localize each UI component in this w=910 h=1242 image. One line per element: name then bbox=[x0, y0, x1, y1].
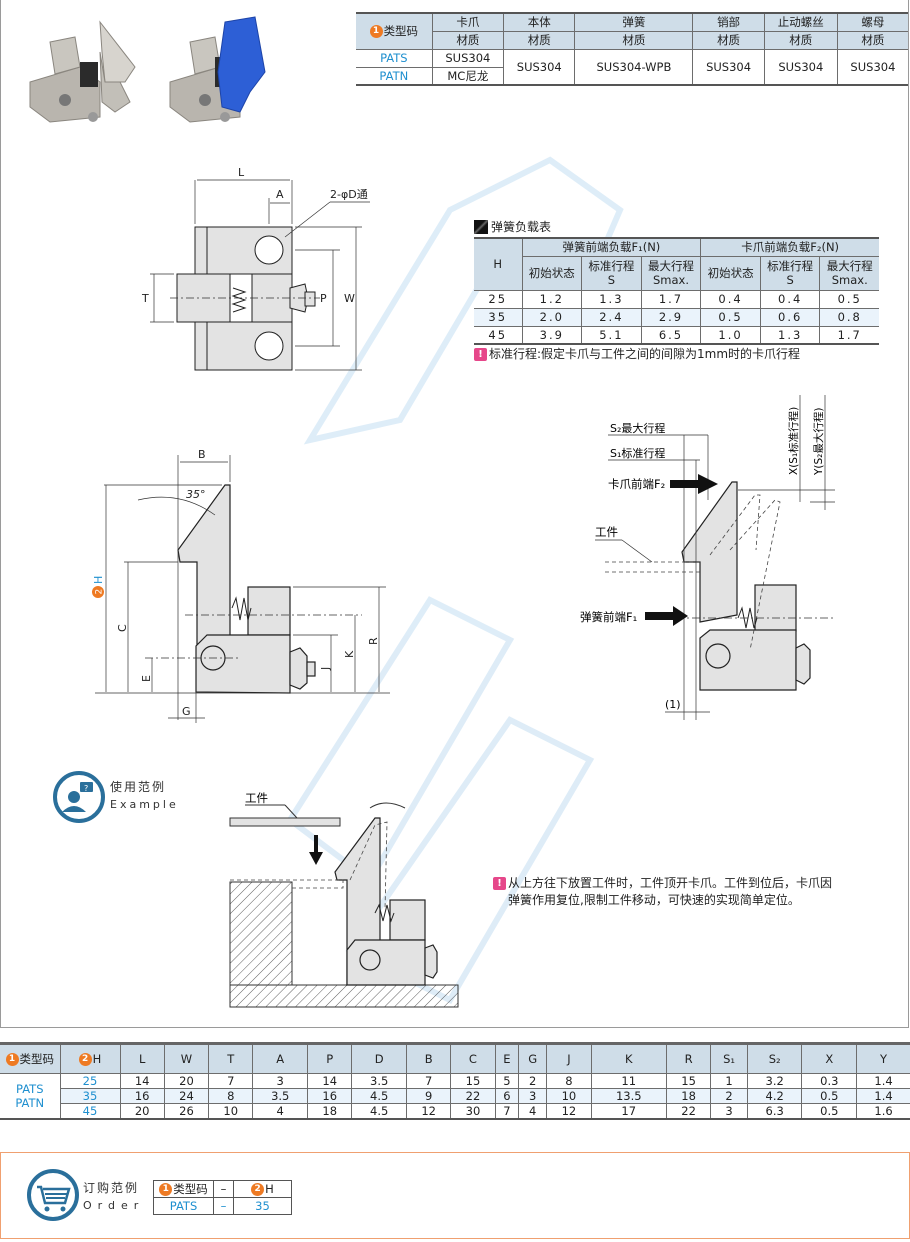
marker-2-icon: 2 bbox=[251, 1183, 265, 1196]
dim-E: E bbox=[140, 675, 153, 682]
label-claw-force: 卡爪前端F₂ bbox=[608, 477, 665, 491]
marker-1-icon: 1 bbox=[5, 1053, 19, 1066]
pin-material: SUS304 bbox=[692, 48, 765, 86]
claw-material: MC尼龙 bbox=[431, 66, 504, 86]
h-header: H bbox=[474, 237, 523, 291]
top-view-drawing: L A 2-φD通 T P W bbox=[141, 166, 370, 371]
example-heading: 使用范例 Example bbox=[110, 780, 179, 811]
col-claw: 卡爪 bbox=[431, 12, 505, 32]
dim-H: H bbox=[92, 576, 105, 584]
claw-material: SUS304 bbox=[431, 48, 505, 68]
marker-1-icon: 1 bbox=[159, 1183, 173, 1196]
marker-2-icon: 2 bbox=[78, 1053, 92, 1066]
col-sub: 材质 bbox=[503, 30, 576, 50]
dim-P: P bbox=[320, 292, 327, 305]
order-heading: 订购范例 Order bbox=[83, 1181, 145, 1212]
nut-material: SUS304 bbox=[836, 48, 908, 86]
set-screw-material: SUS304 bbox=[763, 48, 838, 86]
dim-W: W bbox=[344, 292, 355, 305]
label-x: X(S₁标准行程) bbox=[787, 407, 800, 475]
dim-R: R bbox=[367, 637, 380, 645]
sub-header: 初始状态 bbox=[522, 255, 583, 291]
col-sub: 材质 bbox=[432, 30, 505, 50]
dim-angle: 35° bbox=[186, 488, 206, 501]
label-gap: (1) bbox=[665, 698, 681, 711]
exclamation-icon: ! bbox=[474, 348, 487, 361]
body-material: SUS304 bbox=[503, 48, 576, 86]
spring-load-note: !标准行程:假定卡爪与工件之间的间隙为1mm时的卡爪行程 bbox=[474, 346, 800, 363]
product-photo-patn bbox=[169, 16, 266, 123]
label-y: Y(S₂最大行程) bbox=[812, 408, 825, 476]
col-nut: 螺母 bbox=[836, 12, 908, 32]
col-sub: 材质 bbox=[692, 30, 765, 50]
svg-text:2: 2 bbox=[95, 589, 105, 595]
col-body: 本体 bbox=[503, 12, 576, 32]
spring-load-title: 弹簧负载表 bbox=[474, 218, 551, 235]
col-pin: 销部 bbox=[692, 12, 765, 32]
label-workpiece: 工件 bbox=[245, 791, 268, 805]
table-row: PATS SUS304 SUS304 SUS304-WPB SUS304 SUS… bbox=[356, 48, 908, 86]
dim-B: B bbox=[198, 448, 206, 461]
col-set-screw: 止动螺丝 bbox=[763, 12, 838, 32]
type-code: PATS bbox=[356, 48, 433, 68]
label-s1-std-stroke: S₁标准行程 bbox=[610, 446, 665, 460]
svg-text:?: ? bbox=[84, 784, 88, 793]
example-user-icon: ? bbox=[53, 771, 105, 823]
col-sub: 材质 bbox=[763, 30, 838, 50]
dim-K: K bbox=[343, 650, 356, 658]
label-spring-force: 弹簧前端F₁ bbox=[580, 610, 637, 624]
section-square-icon bbox=[474, 219, 488, 234]
page-frame bbox=[0, 0, 909, 1028]
col-sub: 材质 bbox=[574, 30, 694, 50]
group-spring-load: 弹簧前端负载F₁(N) bbox=[521, 237, 702, 257]
dim-hole: 2-φD通 bbox=[330, 188, 368, 201]
dim-L: L bbox=[238, 166, 245, 179]
example-drawing: 工件 bbox=[229, 791, 459, 1008]
dim-A: A bbox=[276, 188, 284, 201]
marker-2-icon bbox=[92, 586, 104, 598]
stroke-diagram: S₂最大行程 S₁标准行程 卡爪前端F₂ 工件 弹簧前端F₁ (1) X(S₁标… bbox=[580, 395, 835, 720]
dim-G: G bbox=[182, 705, 191, 718]
table-row: PATN MC尼龙 bbox=[356, 66, 908, 86]
dim-C: C bbox=[116, 624, 129, 632]
exclamation-icon: ! bbox=[493, 877, 506, 890]
label-workpiece: 工件 bbox=[595, 525, 618, 539]
marker-1-icon: 1 bbox=[369, 25, 383, 39]
spring-material: SUS304-WPB bbox=[574, 48, 694, 86]
dim-T: T bbox=[141, 292, 149, 305]
product-photo-pats bbox=[29, 20, 136, 123]
order-code-value: PATS bbox=[153, 1197, 214, 1215]
sub-header: 初始状态 bbox=[700, 255, 761, 291]
col-spring: 弹簧 bbox=[574, 12, 694, 32]
label-s2-max-stroke: S₂最大行程 bbox=[610, 421, 665, 435]
side-view-drawing: B 35° 2 H C E G J K R bbox=[92, 448, 390, 723]
order-h-value: 35 bbox=[233, 1197, 292, 1215]
cart-icon bbox=[27, 1169, 79, 1221]
example-note: !从上方往下放置工件时，工件顶开卡爪。工件到位后，卡爪因弹簧作用复位,限制工件移… bbox=[493, 875, 838, 909]
col-sub: 材质 bbox=[836, 30, 908, 50]
dim-J: J bbox=[319, 667, 332, 671]
group-claw-load: 卡爪前端负载F₂(N) bbox=[700, 237, 879, 257]
type-code: PATN bbox=[356, 66, 433, 86]
